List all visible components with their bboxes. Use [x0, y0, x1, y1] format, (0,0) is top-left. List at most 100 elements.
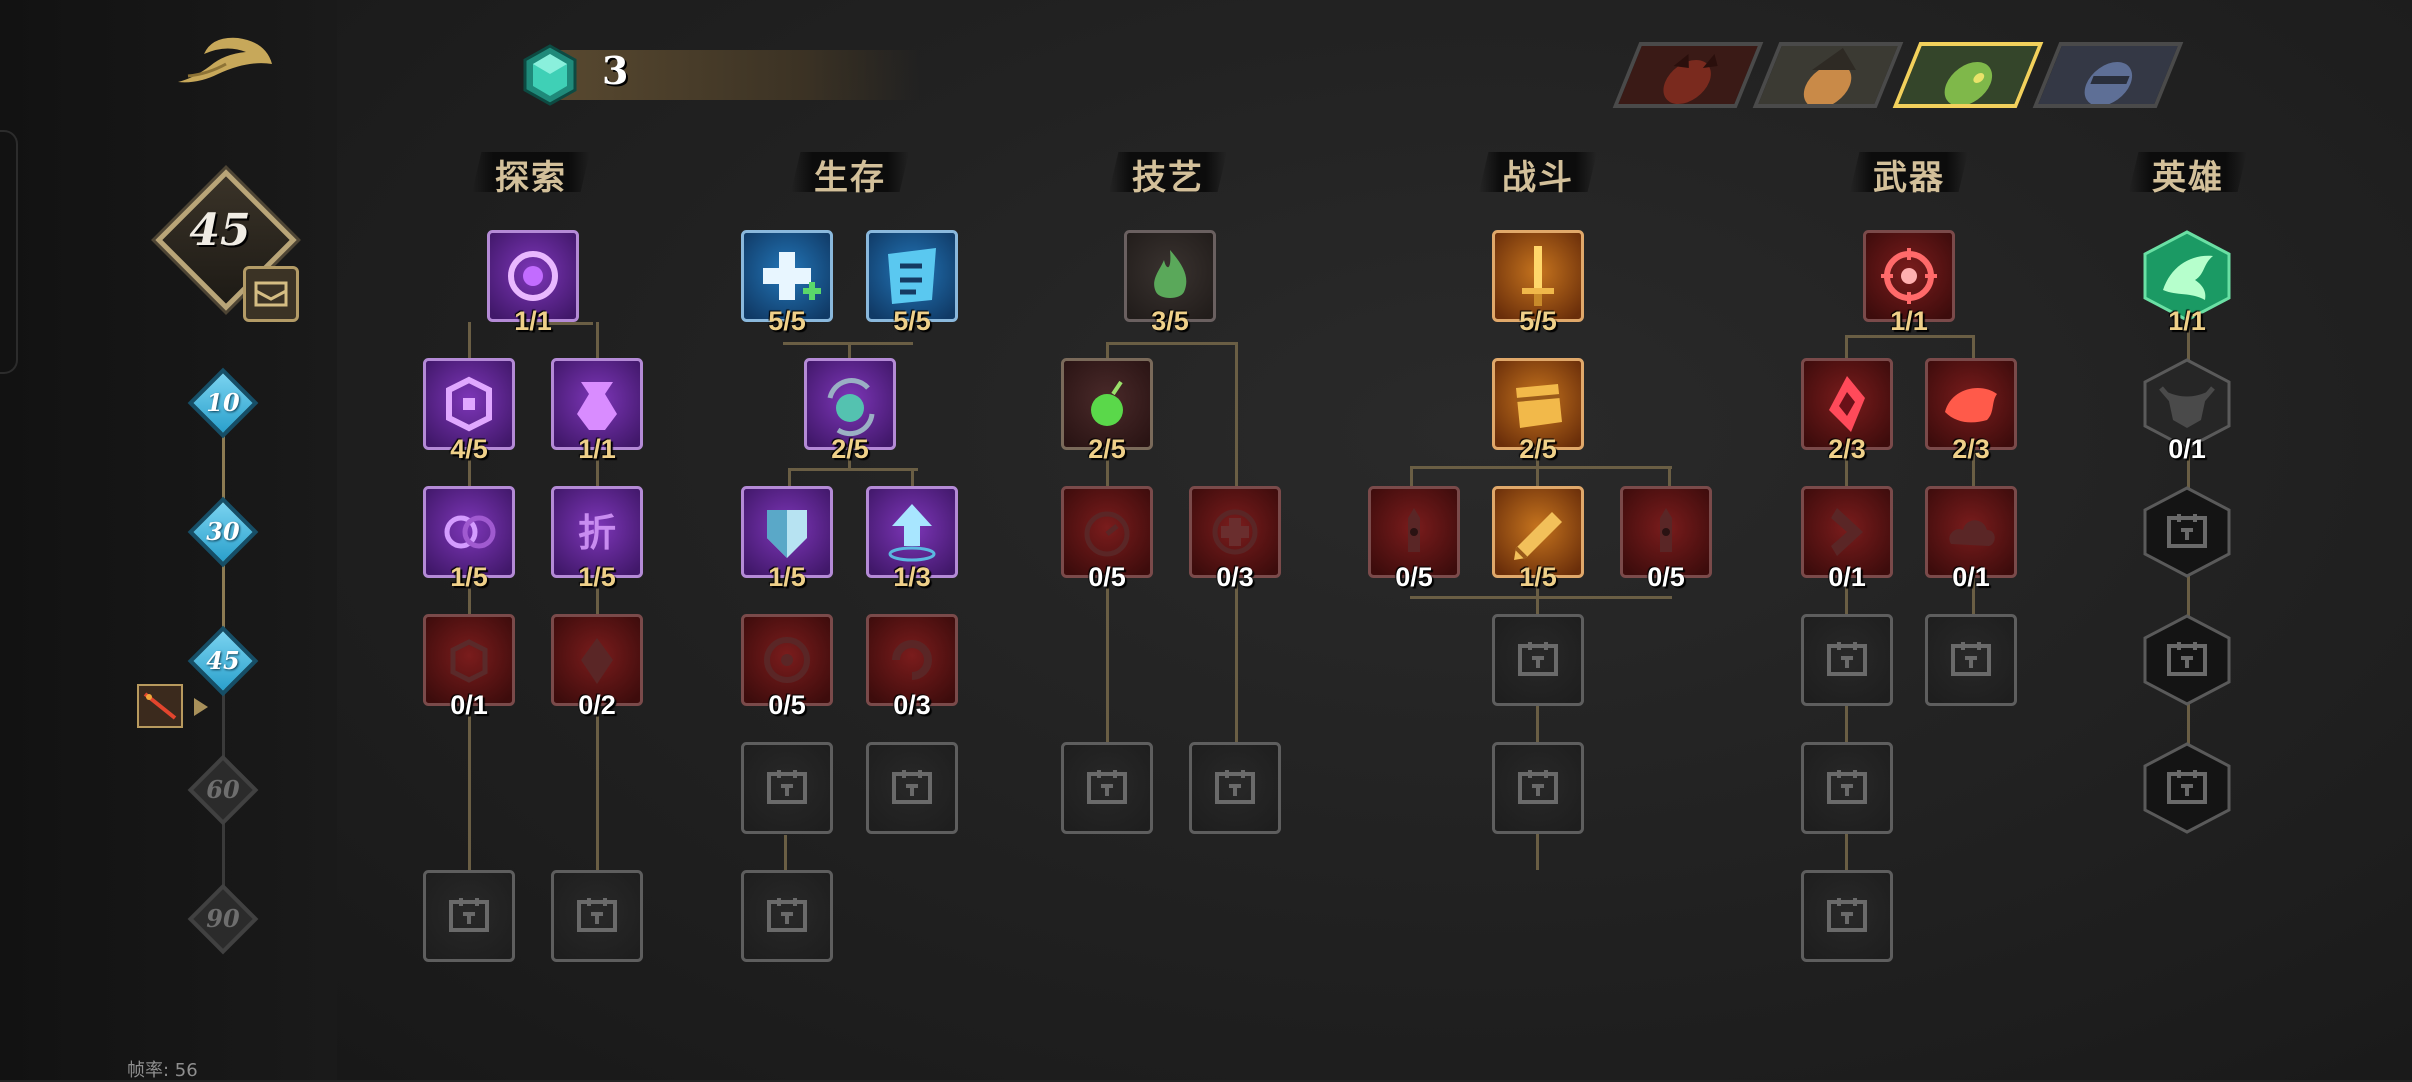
talent-node-weapon-1[interactable]: 1/1 — [1863, 230, 1955, 336]
hero-portrait-cat-mage[interactable] — [1752, 42, 1904, 108]
talent-node-explore-4[interactable]: 1/5 — [423, 486, 515, 592]
talent-glyph: 折 — [578, 511, 616, 555]
talent-count: 0/5 — [1647, 562, 1685, 592]
talent-node-skill-4[interactable]: 0/3 — [1189, 486, 1281, 592]
talent-node-explore-2[interactable]: 4/5 — [423, 358, 515, 464]
talent-node-skill-5[interactable] — [1061, 742, 1153, 834]
talent-node-survival-5[interactable]: 1/3 — [866, 486, 958, 592]
talent-node-survival-1[interactable]: 5/5 — [741, 230, 833, 336]
locked-chest-icon — [2143, 614, 2231, 706]
talent-node-weapon-5[interactable]: 0/1 — [1925, 486, 2017, 592]
talent-count: 2/3 — [1828, 434, 1866, 464]
locked-chest-icon — [2143, 486, 2231, 578]
talent-count: 0/1 — [2168, 434, 2206, 464]
milestone-30-label: 30 — [206, 517, 240, 546]
talent-node-skill-3[interactable]: 0/5 — [1061, 486, 1153, 592]
talent-node-skill-2[interactable]: 2/5 — [1061, 358, 1153, 464]
talent-node-weapon-9[interactable] — [1801, 870, 1893, 962]
talent-node-survival-8[interactable] — [741, 742, 833, 834]
talent-count: 1/5 — [578, 562, 616, 592]
talent-node-survival-6[interactable]: 0/5 — [741, 614, 833, 720]
category-survival-title: 生存 — [814, 158, 886, 198]
talent-count: 0/3 — [893, 690, 931, 720]
talent-node-skill-1[interactable]: 3/5 — [1124, 230, 1216, 336]
dim-bullet-icon — [1620, 486, 1712, 578]
talent-count: 1/5 — [768, 562, 806, 592]
talent-node-weapon-2[interactable]: 2/3 — [1801, 358, 1893, 464]
dim-timer-icon — [1061, 486, 1153, 578]
talent-node-hero-1[interactable]: 1/1 — [2141, 230, 2233, 336]
talent-node-skill-6[interactable] — [1189, 742, 1281, 834]
talent-count: 2/5 — [1088, 434, 1126, 464]
talent-node-weapon-4[interactable]: 0/1 — [1801, 486, 1893, 592]
locked-chest-icon — [1801, 614, 1893, 706]
talent-node-combat-3[interactable]: 0/5 — [1368, 486, 1460, 592]
talent-node-explore-1[interactable]: 1/1 — [487, 230, 579, 336]
locked-chest-icon — [1925, 614, 2017, 706]
talent-node-combat-5[interactable]: 0/5 — [1620, 486, 1712, 592]
purple-glyph-icon: 折 — [551, 486, 643, 578]
talent-node-survival-4[interactable]: 1/5 — [741, 486, 833, 592]
talent-node-combat-6[interactable] — [1492, 614, 1584, 706]
talent-count: 1/3 — [893, 562, 931, 592]
talent-count: 1/1 — [578, 434, 616, 464]
target-icon — [1863, 230, 1955, 322]
talent-count: 0/1 — [450, 690, 488, 720]
talent-node-weapon-6[interactable] — [1801, 614, 1893, 706]
locked-chest-icon — [1189, 742, 1281, 834]
talent-count: 3/5 — [1151, 306, 1189, 336]
talent-node-explore-9[interactable] — [551, 870, 643, 962]
current-weapon-icon[interactable] — [137, 684, 183, 728]
talent-node-hero-5[interactable] — [2141, 742, 2233, 834]
talent-count: 0/5 — [768, 690, 806, 720]
locked-chest-icon — [1801, 870, 1893, 962]
talent-node-explore-6[interactable]: 0/1 — [423, 614, 515, 720]
talent-node-survival-2[interactable]: 5/5 — [866, 230, 958, 336]
category-skill-title: 技艺 — [1132, 158, 1204, 198]
talent-node-hero-2[interactable]: 0/1 — [2141, 358, 2233, 464]
talent-node-survival-10[interactable] — [741, 870, 833, 962]
talent-node-weapon-8[interactable] — [1801, 742, 1893, 834]
talent-node-combat-4[interactable]: 1/5 — [1492, 486, 1584, 592]
talent-node-survival-9[interactable] — [866, 742, 958, 834]
talent-count: 5/5 — [768, 306, 806, 336]
locked-chest-icon — [423, 870, 515, 962]
teal-gem-icon — [523, 44, 577, 106]
level-reward-chest-icon[interactable] — [243, 266, 299, 322]
talent-node-explore-8[interactable] — [423, 870, 515, 962]
talent-node-combat-2[interactable]: 2/5 — [1492, 358, 1584, 464]
talent-node-hero-4[interactable] — [2141, 614, 2233, 706]
talent-count: 0/1 — [1828, 562, 1866, 592]
talent-node-explore-3[interactable]: 1/1 — [551, 358, 643, 464]
recycle-orb-icon — [804, 358, 896, 450]
talent-node-weapon-3[interactable]: 2/3 — [1925, 358, 2017, 464]
talent-count: 0/3 — [1216, 562, 1254, 592]
purple-vase-icon — [551, 358, 643, 450]
talent-node-combat-1[interactable]: 5/5 — [1492, 230, 1584, 336]
green-bomb-icon — [1061, 358, 1153, 450]
dim-spin-icon — [741, 614, 833, 706]
locked-chest-icon — [2143, 742, 2231, 834]
talent-node-combat-7[interactable] — [1492, 742, 1584, 834]
talent-node-survival-7[interactable]: 0/3 — [866, 614, 958, 720]
current-level-pointer-icon — [194, 698, 208, 716]
side-drawer-tab[interactable] — [0, 130, 18, 374]
green-dragon-icon — [2143, 230, 2231, 322]
locked-chest-icon — [741, 870, 833, 962]
dim-cloud-icon — [1925, 486, 2017, 578]
talent-node-explore-5[interactable]: 折 1/5 — [551, 486, 643, 592]
talent-count: 0/5 — [1088, 562, 1126, 592]
hero-portrait-red-warrior[interactable] — [1612, 42, 1764, 108]
locked-chest-icon — [741, 742, 833, 834]
red-beast-icon — [1925, 358, 2017, 450]
talent-node-weapon-7[interactable] — [1925, 614, 2017, 706]
talent-node-explore-7[interactable]: 0/2 — [551, 614, 643, 720]
locked-chest-icon — [1061, 742, 1153, 834]
hero-portrait-green-lizard[interactable] — [1892, 42, 2044, 108]
talent-count: 1/5 — [1519, 562, 1557, 592]
talent-node-hero-3[interactable] — [2141, 486, 2233, 578]
heal-cross-icon — [741, 230, 833, 322]
talent-node-survival-3[interactable]: 2/5 — [804, 358, 896, 464]
hero-portrait-blue-rogue[interactable] — [2032, 42, 2184, 108]
category-combat-title: 战斗 — [1502, 158, 1574, 198]
